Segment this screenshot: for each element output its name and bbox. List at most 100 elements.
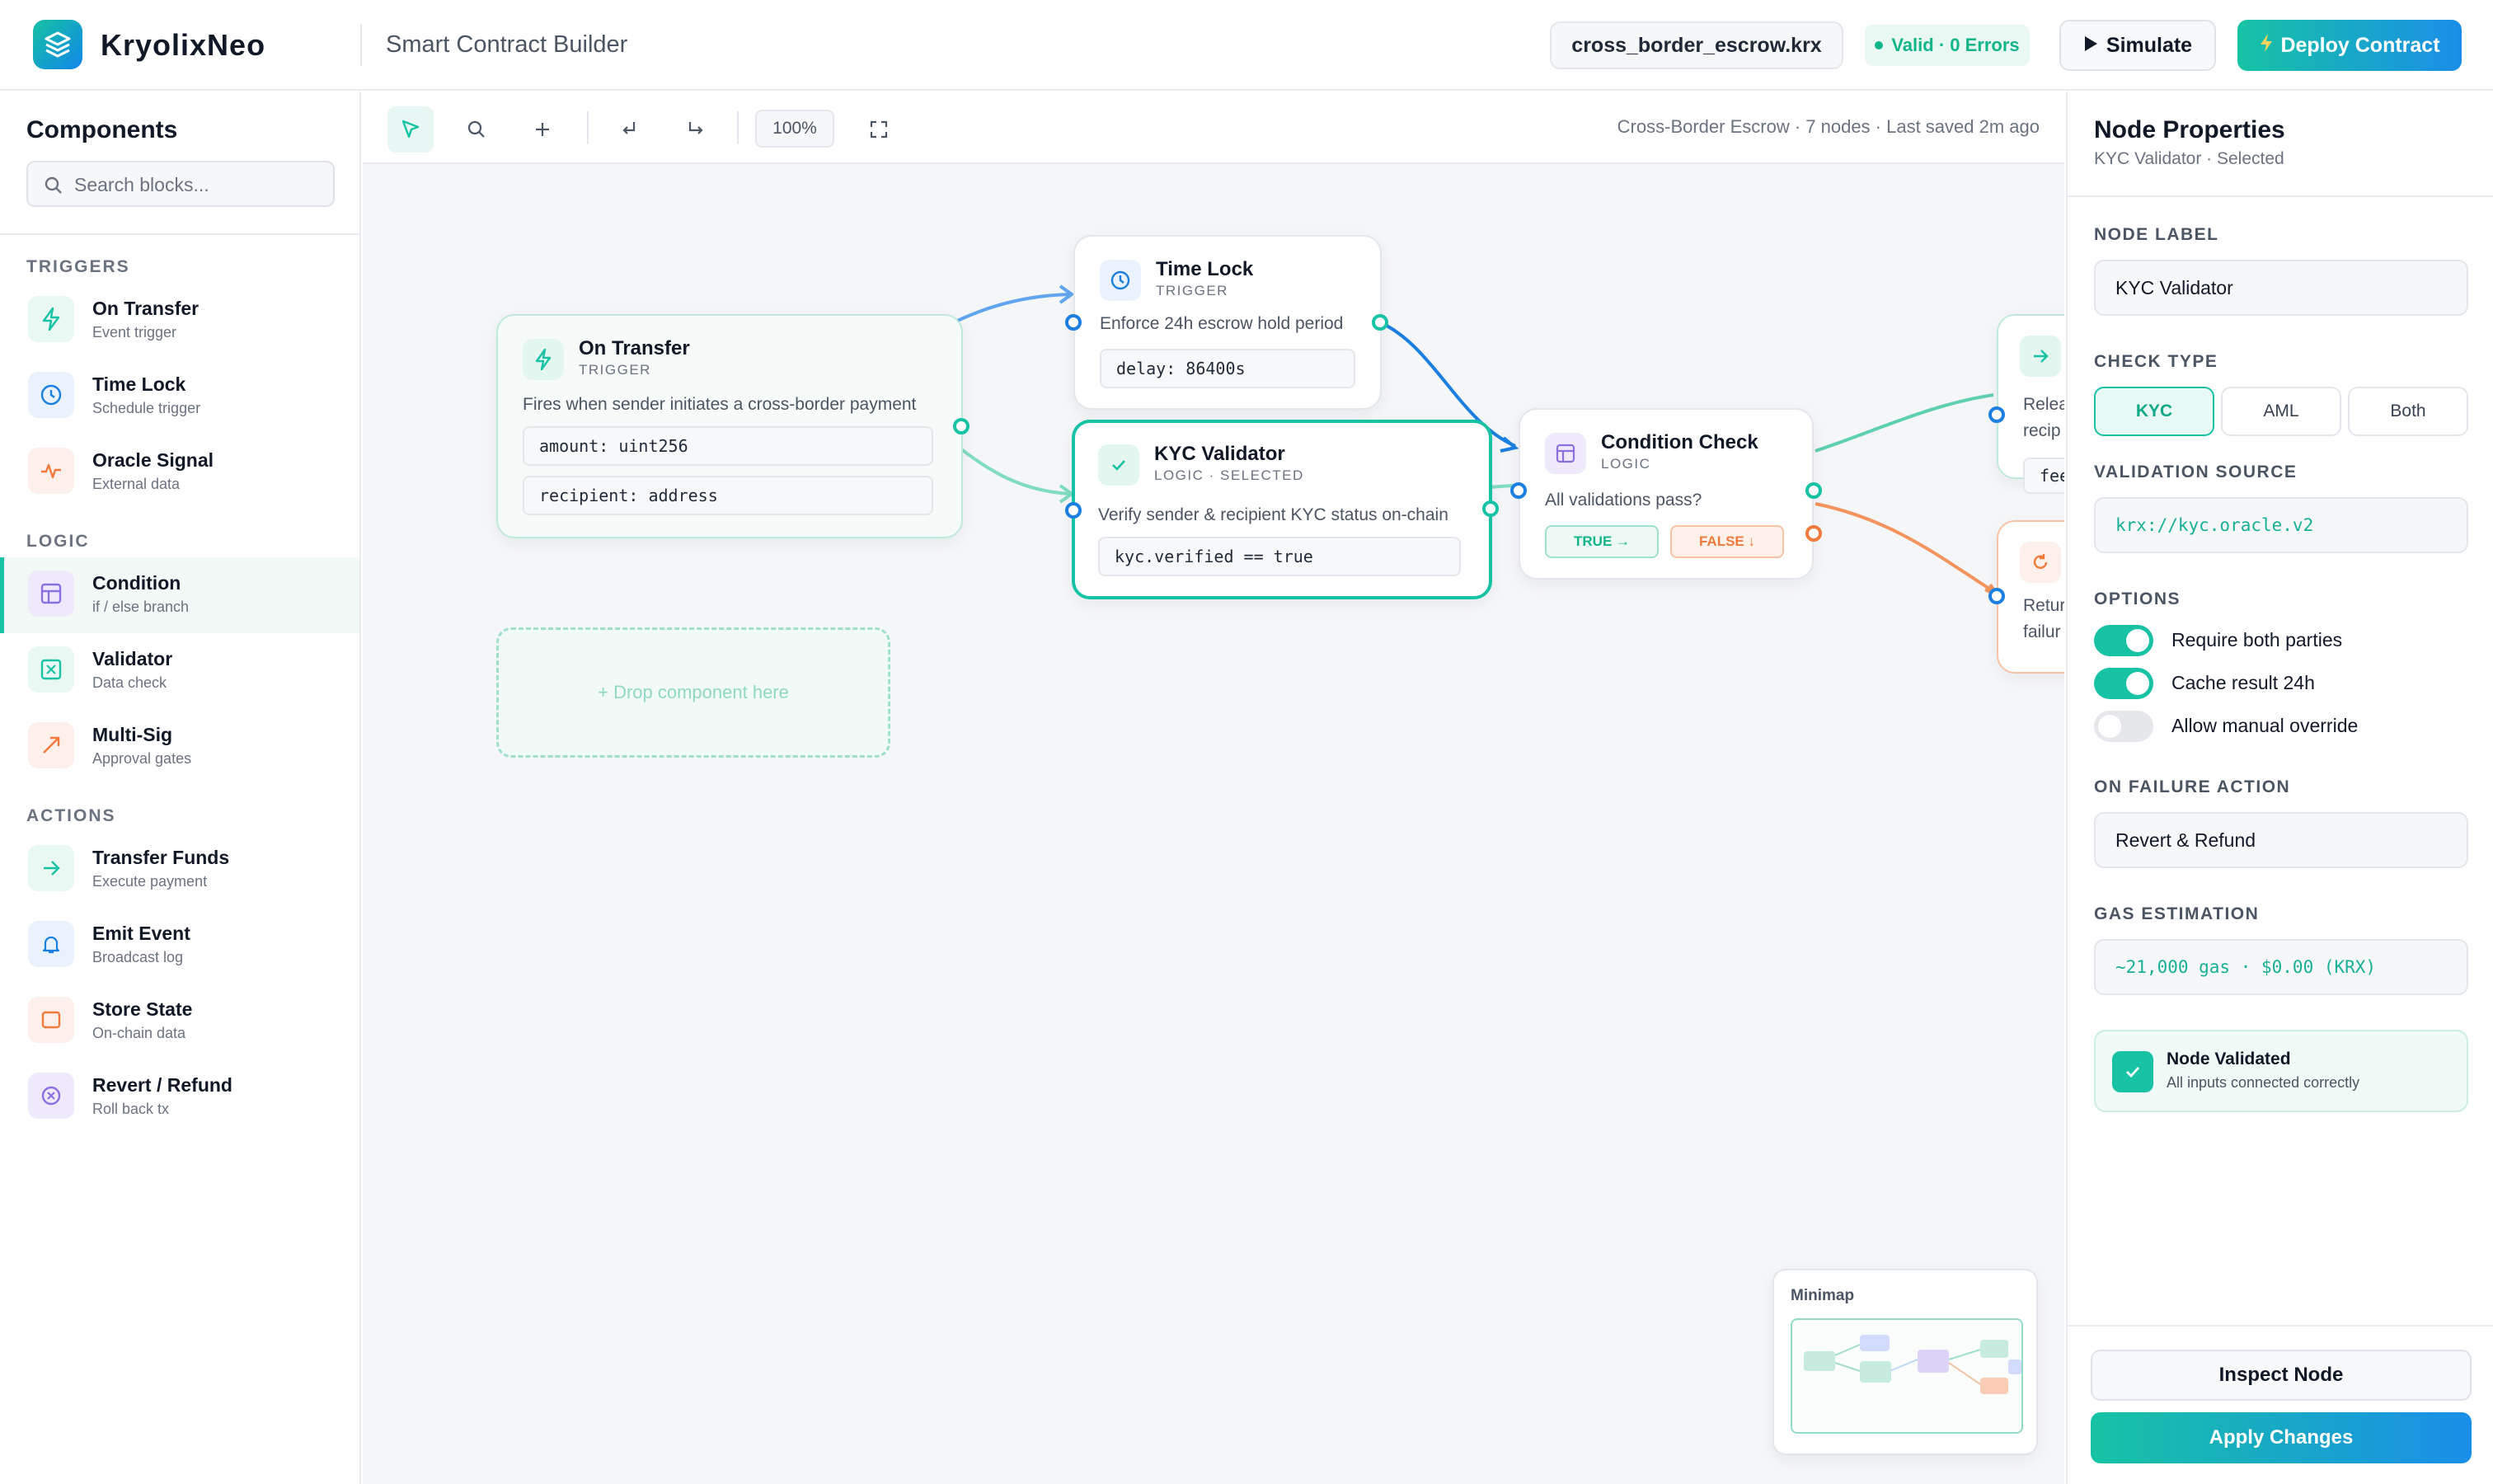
minimap-viewport: [1791, 1318, 2023, 1434]
component-label: On Transfer: [92, 298, 200, 319]
node-condition-check[interactable]: Condition Check LOGIC All validations pa…: [1519, 408, 1814, 580]
top-bar: KryolixNeo Smart Contract Builder cross_…: [0, 0, 2493, 91]
false-output-port[interactable]: [1805, 525, 1822, 542]
redo-icon[interactable]: [673, 106, 719, 153]
section-label-actions: ACTIONS: [26, 806, 116, 825]
component-desc: Approval gates: [92, 750, 192, 767]
true-output-port[interactable]: [1805, 482, 1822, 499]
component-condition[interactable]: Condition if / else branch: [0, 557, 359, 633]
component-label: Oracle Signal: [92, 449, 214, 471]
node-param: amount: uint256: [523, 426, 933, 466]
check-type-kyc[interactable]: KYC: [2094, 387, 2214, 436]
node-title: Time Lock: [1156, 258, 1254, 280]
node-type: LOGIC · SELECTED: [1154, 467, 1304, 483]
arrowhead-condition: [1500, 436, 1519, 453]
component-oracle-signal[interactable]: Oracle Signal External data: [0, 434, 359, 510]
deploy-contract-button[interactable]: Deploy Contract: [2237, 20, 2462, 71]
component-multi-sig[interactable]: Multi-Sig Approval gates: [0, 709, 359, 785]
component-desc: Broadcast log: [92, 949, 184, 965]
check-square-icon: [28, 646, 74, 693]
select-tool-icon[interactable]: [387, 106, 434, 153]
x-circle-icon: [28, 1073, 74, 1119]
bolt-icon: [523, 339, 564, 380]
canvas-info: Cross-Border Escrow · 7 nodes · Last sav…: [1617, 116, 2040, 137]
search-input[interactable]: Search blocks...: [26, 161, 335, 207]
simulate-button[interactable]: Simulate: [2059, 20, 2216, 71]
failure-action-select[interactable]: Revert & Refund: [2094, 812, 2468, 868]
edge-condition-release: [1815, 393, 1994, 453]
component-emit-event[interactable]: Emit Event Broadcast log: [0, 908, 359, 984]
component-transfer-funds[interactable]: Transfer Funds Execute payment: [0, 832, 359, 908]
node-return-funds[interactable]: Retur failur: [1997, 520, 2064, 674]
component-revert-refund[interactable]: Revert / Refund Roll back tx: [0, 1059, 359, 1135]
input-port[interactable]: [1988, 588, 2005, 604]
node-param: fee: [2023, 458, 2064, 494]
option-label: Require both parties: [2171, 629, 2343, 650]
sidebar-title: Components: [26, 116, 178, 143]
node-description: Fires when sender initiates a cross-bord…: [523, 395, 917, 414]
components-sidebar: Components Search blocks... TRIGGERS On …: [0, 92, 361, 1484]
minimap-title: Minimap: [1791, 1287, 1855, 1304]
input-port[interactable]: [1065, 314, 1082, 331]
component-desc: External data: [92, 476, 181, 492]
false-branch-pill[interactable]: FALSE ↓: [1670, 525, 1784, 558]
search-icon: [45, 176, 63, 199]
validation-source-input[interactable]: krx://kyc.oracle.v2: [2094, 497, 2468, 553]
status-dot-icon: [1875, 41, 1884, 49]
gas-estimation-heading: GAS ESTIMATION: [2094, 904, 2260, 923]
input-port[interactable]: [1065, 502, 1082, 519]
toggle-allow-manual-override[interactable]: [2094, 711, 2153, 742]
node-release-funds[interactable]: Relea recip fee: [1997, 314, 2064, 494]
node-properties-panel: Node Properties KYC Validator · Selected…: [2066, 92, 2493, 1484]
component-time-lock[interactable]: Time Lock Schedule trigger: [0, 359, 359, 434]
undo-icon[interactable]: [607, 106, 653, 153]
option-label: Allow manual override: [2171, 715, 2359, 736]
options-heading: OPTIONS: [2094, 589, 2181, 608]
component-label: Validator: [92, 648, 173, 669]
component-validator[interactable]: Validator Data check: [0, 633, 359, 709]
output-port[interactable]: [953, 418, 970, 434]
node-label-input[interactable]: KYC Validator: [2094, 260, 2468, 316]
toggle-cache-result[interactable]: [2094, 668, 2153, 699]
output-port[interactable]: [1372, 314, 1388, 331]
edge-condition-return: [1815, 502, 2000, 596]
brand-name: KryolixNeo: [101, 28, 266, 62]
divider: [2068, 195, 2493, 197]
node-param: recipient: address: [523, 476, 933, 515]
check-type-aml[interactable]: AML: [2221, 387, 2341, 436]
input-port[interactable]: [1510, 482, 1527, 499]
component-store-state[interactable]: Store State On-chain data: [0, 984, 359, 1059]
table-icon: [1545, 433, 1586, 474]
gas-estimation-value: ~21,000 gas · $0.00 (KRX): [2094, 939, 2468, 995]
panel-subtitle: KYC Validator · Selected: [2094, 149, 2284, 168]
panel-title: Node Properties: [2094, 116, 2285, 143]
zoom-level[interactable]: 100%: [755, 110, 834, 148]
node-title: KYC Validator: [1154, 443, 1285, 465]
node-on-transfer[interactable]: On Transfer TRIGGER Fires when sender in…: [496, 314, 963, 538]
logo-icon[interactable]: [33, 20, 82, 69]
flow-canvas[interactable]: 100% Cross-Border Escrow · 7 nodes · Las…: [363, 92, 2064, 1484]
node-time-lock[interactable]: Time Lock TRIGGER Enforce 24h escrow hol…: [1073, 235, 1382, 410]
edge-timelock-condition: [1379, 321, 1516, 448]
zoom-search-icon[interactable]: [453, 106, 500, 153]
node-label-heading: NODE LABEL: [2094, 225, 2219, 244]
minimap[interactable]: Minimap: [1772, 1269, 2038, 1455]
fullscreen-icon[interactable]: [856, 106, 902, 153]
true-branch-pill[interactable]: TRUE →: [1545, 525, 1659, 558]
drop-zone[interactable]: + Drop component here: [496, 627, 890, 758]
divider: [587, 111, 589, 144]
add-node-icon[interactable]: [519, 106, 566, 153]
output-port[interactable]: [1482, 500, 1499, 517]
component-on-transfer[interactable]: On Transfer Event trigger: [0, 283, 359, 359]
node-kyc-validator[interactable]: KYC Validator LOGIC · SELECTED Verify se…: [1072, 420, 1492, 599]
refresh-icon: [2020, 542, 2061, 583]
table-icon: [28, 571, 74, 617]
input-port[interactable]: [1988, 406, 2005, 423]
toggle-require-both-parties[interactable]: [2094, 625, 2153, 656]
file-name-chip[interactable]: cross_border_escrow.krx: [1550, 21, 1843, 69]
check-icon: [1098, 444, 1139, 486]
check-type-both[interactable]: Both: [2348, 387, 2468, 436]
apply-changes-button[interactable]: Apply Changes: [2091, 1412, 2472, 1463]
section-label-logic: LOGIC: [26, 532, 90, 551]
inspect-node-button[interactable]: Inspect Node: [2091, 1350, 2472, 1401]
